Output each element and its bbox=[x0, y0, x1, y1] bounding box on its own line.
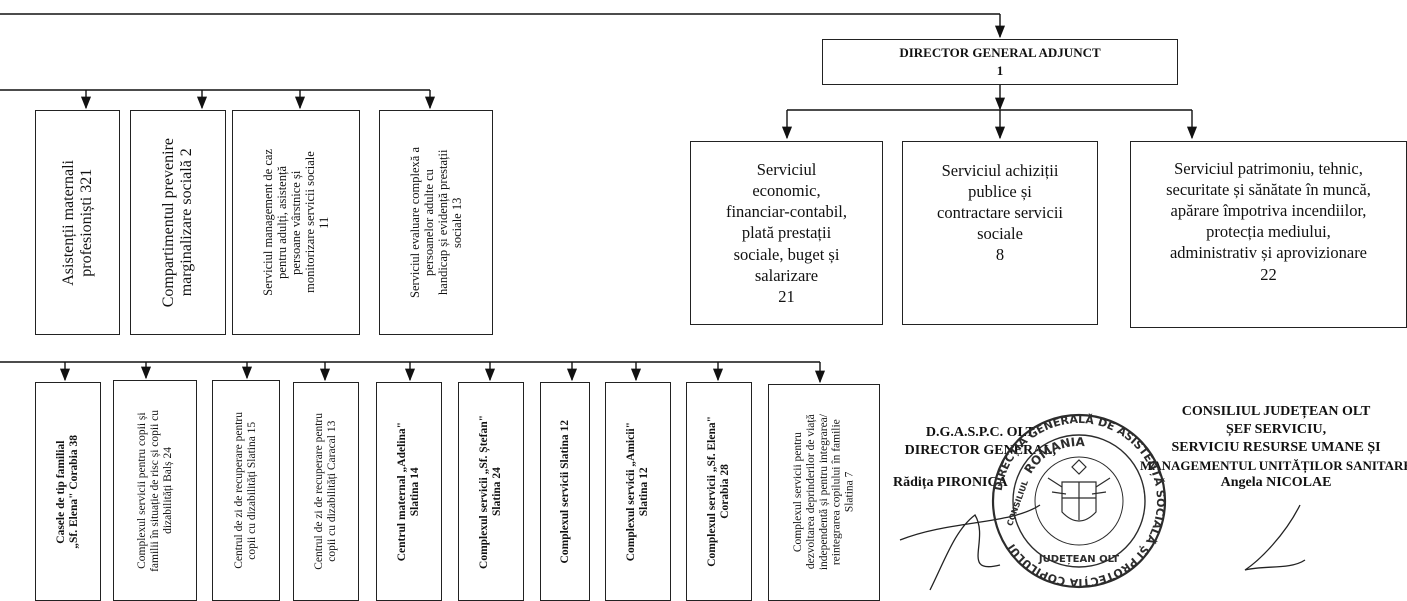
service-line: plată prestații bbox=[741, 223, 832, 243]
unit-box-sf-stefan: Complexul servicii „Sf. Ștefan" Slatina … bbox=[458, 382, 524, 601]
service-box-economic: Serviciul economic, financiar-contabil, … bbox=[690, 141, 883, 325]
unit-box-complex-bals: Complexul servicii pentru copii și famil… bbox=[113, 380, 197, 601]
service-line: salarizare bbox=[754, 265, 819, 285]
service-line: Serviciul bbox=[756, 160, 817, 180]
unit-box-complex-slatina: Complexul servicii Slatina 12 bbox=[540, 382, 590, 601]
service-line: Serviciul achiziții bbox=[941, 161, 1059, 180]
unit-box-management-caz: Serviciul management de caz pentru adulț… bbox=[232, 110, 360, 335]
unit-box-amicii: Complexul servicii „Amicii" Slatina 12 bbox=[605, 382, 671, 601]
signature-right-block: CONSILIUL JUDEȚEAN OLT ȘEF SERVICIU, SER… bbox=[1140, 403, 1407, 493]
service-line: administrativ și aprovizionare bbox=[1169, 243, 1368, 263]
stamp-bottom-text: JUDEȚEAN OLT bbox=[1038, 554, 1119, 565]
service-line: sociale, buget și bbox=[733, 244, 840, 264]
service-line: protecția mediului, bbox=[1206, 222, 1331, 242]
unit-box-sf-elena-corabia: Complexul servicii „Sf. Elena" Corabia 2… bbox=[686, 382, 752, 601]
signature-left-name: Rădița PIRONICA bbox=[893, 475, 1008, 491]
signature-right-dept: SERVICIU RESURSE UMANE ȘI bbox=[1171, 440, 1381, 456]
service-line: publice și bbox=[968, 182, 1032, 202]
director-title: DIRECTOR GENERAL ADJUNCT bbox=[899, 45, 1101, 61]
unit-box-centru-zi-slatina: Centrul de zi de recuperare pentru copii… bbox=[212, 380, 280, 601]
service-count: 8 bbox=[995, 245, 1005, 265]
signature-left-block: D.G.A.S.P.C. OLT DIRECTOR GENERAL, Rădiț… bbox=[893, 424, 1068, 493]
unit-box-casele-familial: Casele de tip familial „Sf. Elena" Corab… bbox=[35, 382, 101, 601]
service-line: contractare servicii bbox=[937, 203, 1063, 223]
unit-box-deprinderi: Complexul servicii pentru dezvoltarea de… bbox=[768, 384, 880, 601]
unit-box-prevenire: Compartimentul prevenire marginalizare s… bbox=[130, 110, 226, 335]
stamp-left-text: CONSILIUL bbox=[1005, 479, 1030, 527]
signature-left-org: D.G.A.S.P.C. OLT bbox=[925, 425, 1035, 440]
service-line: financiar-contabil, bbox=[725, 202, 848, 222]
official-stamp: DIRECȚIA GENERALĂ DE ASISTENȚĂ SOCIALĂ Ș… bbox=[992, 413, 1167, 589]
service-count: 21 bbox=[778, 286, 795, 306]
director-count: 1 bbox=[996, 63, 1004, 78]
director-box: DIRECTOR GENERAL ADJUNCT 1 bbox=[822, 39, 1178, 85]
signature-right-role: ȘEF SERVICIU, bbox=[1225, 422, 1327, 438]
service-line: apărare împotriva incendiilor, bbox=[1170, 201, 1367, 221]
service-line: sociale bbox=[977, 224, 1023, 244]
signature-right-dept2: MANAGEMENTUL UNITĂȚILOR SANITARE bbox=[1140, 457, 1407, 473]
service-line: securitate și sănătate în muncă, bbox=[1166, 180, 1371, 200]
service-line: economic, bbox=[752, 181, 821, 201]
service-count: 22 bbox=[1260, 264, 1277, 284]
signature-right-name: Angela NICOLAE bbox=[1220, 475, 1332, 491]
signature-left-role: DIRECTOR GENERAL, bbox=[904, 443, 1057, 459]
coat-of-arms-icon bbox=[1047, 459, 1111, 522]
unit-box-asistenti: Asistenții maternali profesioniști 321 bbox=[35, 110, 120, 335]
signature-right-org: CONSILIUL JUDEȚEAN OLT bbox=[1181, 404, 1371, 419]
service-box-achizitii: Serviciul achiziții publice și contracta… bbox=[902, 141, 1098, 325]
service-line: Serviciul patrimoniu, tehnic, bbox=[1174, 159, 1363, 178]
unit-box-centru-zi-caracal: Centrul de zi de recuperare pentru copii… bbox=[293, 382, 359, 601]
unit-box-evaluare: Serviciul evaluare complexă a persoanelo… bbox=[379, 110, 493, 335]
